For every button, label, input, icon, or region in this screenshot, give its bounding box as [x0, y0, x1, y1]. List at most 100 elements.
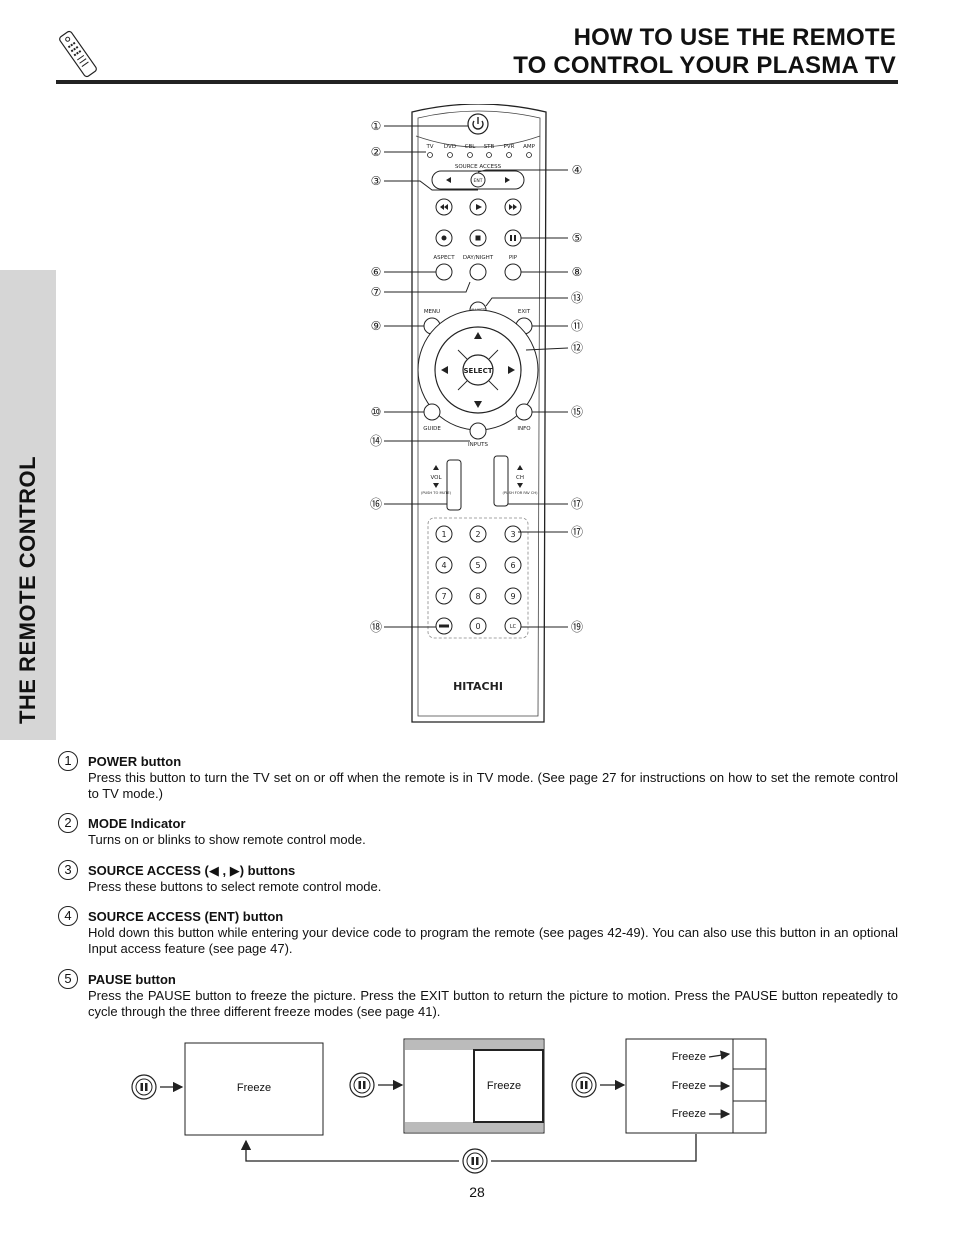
digit-7-button[interactable] — [435, 587, 453, 605]
mode-label-tv: TV — [425, 144, 433, 150]
digit-1-button[interactable] — [435, 525, 453, 543]
digit-1-label: 1 — [441, 530, 446, 539]
digit-8-label: 8 — [475, 592, 480, 601]
mode-label-dvd: DVD — [444, 144, 456, 150]
callout-lines — [384, 125, 569, 628]
pause-button[interactable] — [504, 229, 522, 247]
description-item-source-access-ent: 4 SOURCE ACCESS (ENT) button Hold down t… — [58, 906, 898, 959]
stop-icon — [475, 235, 481, 241]
fast-forward-icon — [509, 204, 517, 210]
volume-rocker[interactable] — [446, 459, 462, 511]
mode-indicator-amp — [526, 152, 532, 158]
mode-indicator-tv — [427, 152, 433, 158]
callout-6: ⑥ — [371, 265, 382, 279]
callout-13: ⑬ — [571, 291, 583, 305]
mode-label-stb: STB — [484, 144, 495, 150]
section-side-label: THE REMOTE CONTROL — [15, 455, 40, 725]
up-arrow-icon[interactable] — [474, 332, 482, 339]
play-icon — [476, 204, 482, 210]
volume-down-icon — [433, 483, 439, 488]
freeze-triple-screen — [625, 1038, 767, 1134]
callout-9: ⑨ — [371, 319, 382, 333]
description-number: 2 — [58, 813, 78, 833]
description-number: 1 — [58, 751, 78, 771]
guide-button[interactable] — [423, 403, 441, 421]
select-button[interactable] — [462, 354, 494, 386]
arrow-icon — [708, 1050, 731, 1060]
description-heading: MODE Indicator — [88, 816, 186, 831]
dash-icon — [439, 624, 449, 628]
mode-label-cbl: CBL — [465, 144, 477, 150]
vol-label: VOL — [430, 475, 442, 481]
aspect-button[interactable] — [435, 263, 453, 281]
channel-rocker[interactable] — [493, 455, 509, 507]
split-top-bar — [405, 1040, 543, 1050]
digit-2-button[interactable] — [469, 525, 487, 543]
description-item-mode-indicator: 2 MODE Indicator Turns on or blinks to s… — [58, 813, 898, 850]
down-arrow-icon[interactable] — [474, 401, 482, 408]
digit-7-label: 7 — [441, 592, 446, 601]
description-heading: PAUSE button — [88, 972, 176, 987]
pause-icon — [510, 235, 512, 241]
callout-15: ⑮ — [571, 405, 583, 419]
callout-8: ⑧ — [572, 265, 583, 279]
left-arrow-icon[interactable] — [441, 366, 448, 374]
pip-button[interactable] — [504, 263, 522, 281]
header-rule — [56, 80, 898, 84]
freeze-triple-label-2: Freeze — [672, 1080, 706, 1092]
menu-label: MENU — [424, 309, 440, 315]
power-icon — [472, 117, 484, 130]
daynight-button[interactable] — [469, 263, 487, 281]
source-right-arrow-icon[interactable] — [505, 177, 510, 183]
return-arrow-icon — [240, 1139, 459, 1162]
info-button[interactable] — [515, 403, 533, 421]
digit-9-button[interactable] — [504, 587, 522, 605]
digit-0-button[interactable] — [469, 617, 487, 635]
mode-indicator-stb — [486, 152, 492, 158]
exit-label: EXIT — [518, 309, 531, 315]
aspect-label: ASPECT — [433, 255, 455, 261]
digit-3-label: 3 — [510, 530, 515, 539]
description-heading: POWER button — [88, 754, 182, 769]
callout-14: ⑭ — [370, 434, 382, 448]
digit-4-button[interactable] — [435, 556, 453, 574]
callout-4: ④ — [572, 163, 583, 177]
freeze-triple-label-1: Freeze — [672, 1051, 706, 1063]
volume-up-icon — [433, 465, 439, 470]
pause-icon — [349, 1072, 375, 1098]
description-heading: SOURCE ACCESS (ENT) button — [88, 909, 284, 924]
description-heading: SOURCE ACCESS (◀ , ▶) buttons — [88, 863, 296, 878]
ch-sub-label: (PUSH FOR FAV CH) — [502, 491, 538, 495]
channel-down-icon — [517, 483, 523, 488]
section-side-tab — [0, 270, 56, 740]
digit-3-button[interactable] — [504, 525, 522, 543]
split-left-pane — [405, 1050, 473, 1122]
vol-sub-label: (PUSH TO MUTE) — [421, 491, 452, 495]
digit-9-label: 9 — [510, 592, 515, 601]
digit-6-button[interactable] — [504, 556, 522, 574]
split-bottom-bar — [405, 1122, 543, 1132]
ent-button[interactable] — [470, 172, 486, 188]
page-number: 28 — [469, 1184, 485, 1200]
lc-label: LC — [510, 624, 517, 630]
freeze-split-label: Freeze — [487, 1080, 521, 1092]
source-left-arrow-icon[interactable] — [446, 177, 451, 183]
digit-8-button[interactable] — [469, 587, 487, 605]
page-title-line-2: TO CONTROL YOUR PLASMA TV — [513, 52, 896, 79]
description-number: 5 — [58, 969, 78, 989]
right-arrow-icon[interactable] — [508, 366, 515, 374]
callout-12: ⑫ — [571, 341, 583, 355]
inputs-button[interactable] — [469, 422, 487, 440]
remote-inner-outline — [417, 110, 541, 717]
digit-5-button[interactable] — [469, 556, 487, 574]
remote-thumbnail-icon — [59, 30, 97, 78]
page-title: HOW TO USE THE REMOTE TO CONTROL YOUR PL… — [376, 24, 896, 80]
callout-17b: ⑰ — [571, 525, 583, 539]
last-channel-button[interactable] — [504, 617, 522, 635]
daynight-label: DAY/NIGHT — [463, 255, 494, 261]
description-text: Press the PAUSE button to freeze the pic… — [88, 988, 898, 1019]
page-title-line-1: HOW TO USE THE REMOTE — [573, 24, 896, 51]
digit-5-label: 5 — [475, 561, 480, 570]
digit-0-label: 0 — [475, 622, 480, 631]
